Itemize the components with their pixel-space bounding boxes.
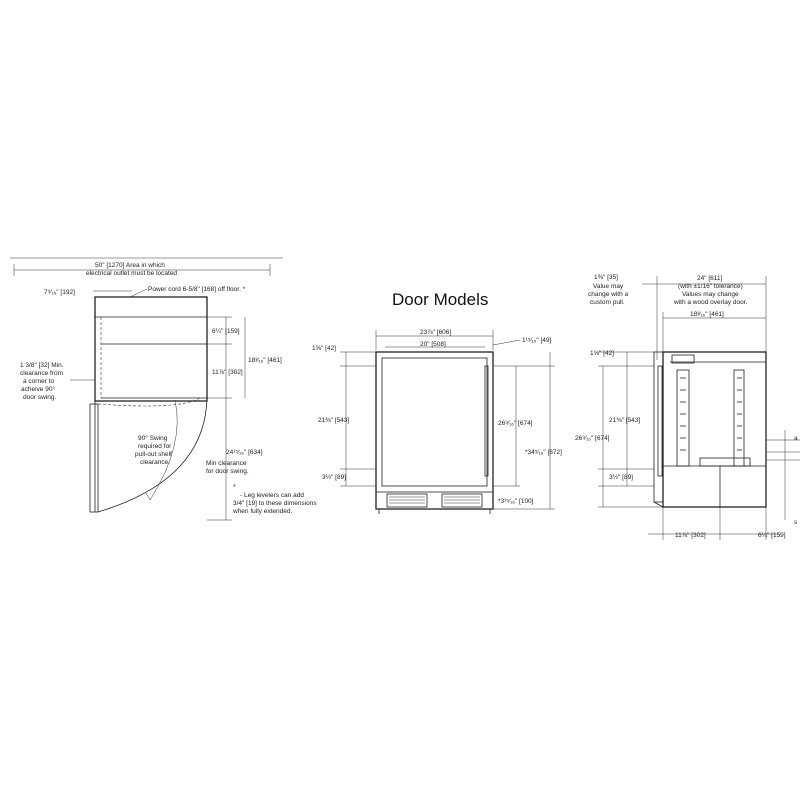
side-bottom-offset: 3½" [89]	[609, 473, 633, 481]
leg-note-2: 3/4" [19] to these dimensions	[233, 500, 317, 507]
diagram-title: Door Models	[392, 290, 488, 309]
dim-461-label: 18³⁄₁₆" [461]	[248, 357, 282, 364]
side-bottom-302: 11⅞" [302]	[675, 532, 706, 539]
front-right-top: 1¹⁵⁄₁₆" [49]	[522, 337, 552, 344]
side-bottom-159: 6¼" [159]	[758, 532, 786, 539]
left-plan-view: 50" [1270] Area in which electrical outl…	[10, 257, 317, 521]
side-depth-note-3: with a wood overlay door.	[673, 299, 748, 306]
side-depth-461: 18³⁄₁₆" [461]	[690, 311, 724, 318]
side-door-height: 21⅜" [543]	[609, 417, 640, 424]
leg-note-1: - Leg levelers can add	[240, 492, 304, 499]
dim-634-label: 24¹⁵⁄₁₆" [634]	[226, 449, 263, 456]
swing-note-3: pull-out shelf	[135, 451, 172, 458]
side-edge-s: s	[794, 519, 798, 526]
corner-note-4: acheive 90°	[21, 385, 55, 393]
front-width-outer: 23⅞" [606]	[420, 329, 451, 336]
side-depth-total: 24" [611]	[697, 275, 723, 282]
front-bottom-offset: 3½" [89]	[322, 473, 346, 481]
front-height-674: 26⁹⁄₁₆" [674]	[498, 420, 533, 427]
front-top-offset: 1⅝" [42]	[312, 345, 336, 352]
side-shelf-racks	[676, 369, 745, 467]
side-height-674: 26⁹⁄₁₆" [674]	[575, 435, 610, 442]
side-view: 1⅜" [35] Value may change with a custom …	[575, 274, 800, 540]
corner-note-5: door swing.	[23, 394, 56, 401]
swing-note-1: 90° Swing	[138, 434, 168, 442]
side-pull-dim: 1⅜" [35]	[594, 274, 618, 281]
corner-note-2: clearance from	[20, 370, 63, 377]
side-pull-note-1: Value may	[593, 283, 624, 290]
dim-159-label: 6¼" [159]	[212, 328, 240, 335]
power-cord-label: Power cord 6-5/8" [168] off floor. *	[148, 286, 246, 293]
outlet-area-label: 50" [1270] Area in which	[95, 262, 165, 269]
side-depth-note-1: (with ±1/16" tolerance)	[678, 283, 743, 290]
side-pull-note-3: custom pull.	[590, 299, 625, 306]
front-vent-grille	[386, 493, 483, 508]
leg-note-star: *	[233, 484, 236, 491]
side-pull-note-2: change with a	[588, 291, 628, 298]
min-clearance-1: Min clearance	[206, 460, 247, 467]
front-height-872: *34⁵⁄₁₆" [872]	[525, 449, 562, 456]
outlet-area-label-2: electrical outlet must be located	[86, 270, 177, 277]
front-view: 23⅞" [606] 20" [508] 1¹⁵⁄₁₆" [49]	[312, 329, 562, 514]
dim-302-label: 11⅞" [302]	[212, 369, 243, 376]
corner-note-1: 1 3/8" [32] Min.	[20, 362, 64, 369]
leg-note-3: when fully extended.	[232, 508, 292, 515]
swing-note-4: clearance.	[140, 459, 170, 466]
side-edge-a: a	[794, 435, 798, 442]
front-door-height: 21⅜" [543]	[318, 417, 349, 424]
cord-offset-label: 7⁹⁄₁₆" [192]	[44, 289, 75, 296]
front-kick-100: *3¹⁵⁄₁₆" [100]	[498, 498, 534, 505]
swing-note-2: required for	[138, 443, 172, 450]
corner-note-3: a corner to	[23, 378, 54, 385]
front-width-inner: 20" [508]	[420, 341, 446, 348]
min-clearance-2: for door swing.	[206, 468, 249, 475]
side-top-offset: 1⅝" [42]	[590, 350, 614, 357]
side-depth-note-2: Values may change	[682, 291, 739, 298]
